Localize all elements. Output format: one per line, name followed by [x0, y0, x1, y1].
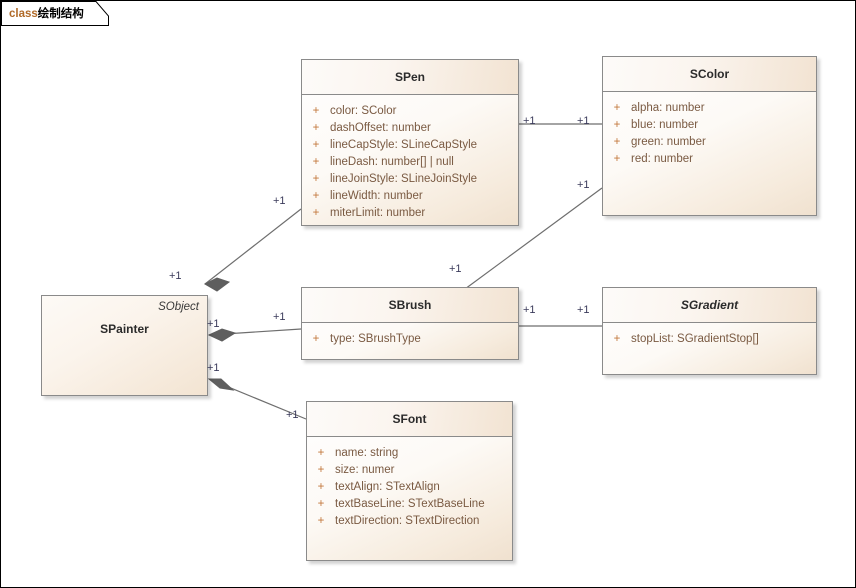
attribute-row: + red: number	[603, 151, 816, 168]
multiplicity-scolor-from-sbrush: +1	[577, 179, 590, 191]
attribute-compartment-spen: + color: SColor + dashOffset: number + line…	[302, 95, 518, 225]
visibility-marker: +	[312, 156, 320, 168]
class-box-spen[interactable]: SPen + color: SColor + dashOffset: number …	[301, 59, 519, 226]
multiplicity-sfont-from-spainter: +1	[286, 409, 299, 421]
class-name-spainter: SPainter	[100, 322, 149, 336]
visibility-marker: +	[312, 173, 320, 185]
association-sbrush-scolor	[464, 187, 603, 290]
multiplicity-sgradient-from-sbrush: +1	[577, 304, 590, 316]
attribute-signature: textBaseLine: STextBaseLine	[335, 498, 485, 510]
frame-tab-keyword: class	[9, 8, 38, 20]
attribute-signature: miterLimit: number	[330, 207, 426, 219]
frame-tab-label: class绘制结构	[9, 5, 84, 21]
multiplicity-spainter-sfont: +1	[207, 362, 220, 374]
visibility-marker: +	[312, 122, 320, 134]
attribute-signature: lineJoinStyle: SLineJoinStyle	[330, 173, 478, 185]
attribute-row: + type: SBrushType	[302, 331, 518, 348]
attribute-signature: dashOffset: number	[330, 122, 431, 134]
attribute-signature: name: string	[335, 447, 399, 459]
attribute-row: + lineJoinStyle: SLineJoinStyle	[302, 171, 518, 188]
attribute-signature: blue: number	[631, 119, 699, 131]
multiplicity-spen-from-spainter: +1	[273, 195, 286, 207]
attribute-row: + dashOffset: number	[302, 120, 518, 137]
attribute-signature: type: SBrushType	[330, 333, 421, 345]
attribute-signature: color: SColor	[330, 105, 397, 117]
visibility-marker: +	[312, 105, 320, 117]
multiplicity-scolor-from-spen: +1	[577, 115, 590, 127]
multiplicity-spainter-spen: +1	[169, 270, 182, 282]
attribute-row: + alpha: number	[603, 100, 816, 117]
visibility-marker: +	[613, 119, 621, 131]
multiplicity-spainter-sbrush: +1	[207, 318, 220, 330]
attribute-row: + stopList: SGradientStop[]	[603, 331, 816, 348]
class-name-sfont: SFont	[307, 402, 512, 437]
attribute-compartment-sgradient: + stopList: SGradientStop[]	[603, 323, 816, 374]
attribute-row: + name: string	[307, 445, 512, 462]
class-box-spainter[interactable]: SObject SPainter	[41, 295, 208, 396]
attribute-signature: lineWidth: number	[330, 190, 423, 202]
class-box-scolor[interactable]: SColor + alpha: number + blue: number + gre…	[602, 56, 817, 216]
attribute-row: + textDirection: STextDirection	[307, 513, 512, 530]
frame-tab-name: 绘制结构	[37, 8, 84, 20]
attribute-row: + textBaseLine: STextBaseLine	[307, 496, 512, 513]
visibility-marker: +	[317, 498, 325, 510]
visibility-marker: +	[312, 139, 320, 151]
visibility-marker: +	[613, 153, 621, 165]
attribute-row: + lineCapStyle: SLineCapStyle	[302, 137, 518, 154]
multiplicity-spen-to-scolor: +1	[523, 115, 536, 127]
attribute-row: + size: numer	[307, 462, 512, 479]
class-name-scolor: SColor	[603, 57, 816, 92]
attribute-signature: green: number	[631, 136, 706, 148]
attribute-signature: lineDash: number[] | null	[330, 156, 454, 168]
attribute-signature: size: numer	[335, 464, 395, 476]
class-stereotype-spainter: SObject	[158, 301, 199, 313]
attribute-row: + color: SColor	[302, 103, 518, 120]
class-name-spen: SPen	[302, 60, 518, 95]
attribute-row: + textAlign: STextAlign	[307, 479, 512, 496]
multiplicity-sbrush-to-sgradient: +1	[523, 304, 536, 316]
multiplicity-sbrush-from-spainter: +1	[273, 311, 286, 323]
class-name-sgradient: SGradient	[603, 288, 816, 323]
class-box-sgradient[interactable]: SGradient + stopList: SGradientStop[]	[602, 287, 817, 375]
attribute-row: + green: number	[603, 134, 816, 151]
visibility-marker: +	[317, 464, 325, 476]
attribute-signature: red: number	[631, 153, 694, 165]
visibility-marker: +	[317, 447, 325, 459]
class-box-sfont[interactable]: SFont + name: string + size: numer + textAl…	[306, 401, 513, 561]
attribute-signature: textAlign: STextAlign	[335, 481, 440, 493]
visibility-marker: +	[613, 102, 621, 114]
visibility-marker: +	[613, 333, 621, 345]
class-box-sbrush[interactable]: SBrush + type: SBrushType	[301, 287, 519, 360]
attribute-signature: alpha: number	[631, 102, 705, 114]
attribute-signature: textDirection: STextDirection	[335, 515, 480, 527]
multiplicity-sbrush-to-scolor: +1	[449, 263, 462, 275]
attribute-signature: lineCapStyle: SLineCapStyle	[330, 139, 478, 151]
visibility-marker: +	[312, 207, 320, 219]
visibility-marker: +	[613, 136, 621, 148]
attribute-compartment-scolor: + alpha: number + blue: number + green: num…	[603, 92, 816, 215]
attribute-signature: stopList: SGradientStop[]	[631, 333, 759, 345]
visibility-marker: +	[317, 515, 325, 527]
visibility-marker: +	[317, 481, 325, 493]
association-spainter-sfont	[207, 378, 307, 420]
attribute-row: + miterLimit: number	[302, 205, 518, 222]
attribute-row: + lineWidth: number	[302, 188, 518, 205]
class-name-sbrush: SBrush	[302, 288, 518, 323]
attribute-row: + blue: number	[603, 117, 816, 134]
diagram-frame-tab: class绘制结构	[1, 1, 109, 26]
visibility-marker: +	[312, 333, 320, 345]
visibility-marker: +	[312, 190, 320, 202]
attribute-compartment-sfont: + name: string + size: numer + textAlign: S…	[307, 437, 512, 560]
frame-tab-shape	[1, 1, 109, 26]
attribute-row: + lineDash: number[] | null	[302, 154, 518, 171]
association-spainter-spen	[203, 208, 302, 292]
association-spainter-sbrush	[207, 328, 302, 342]
attribute-compartment-sbrush: + type: SBrushType	[302, 323, 518, 359]
